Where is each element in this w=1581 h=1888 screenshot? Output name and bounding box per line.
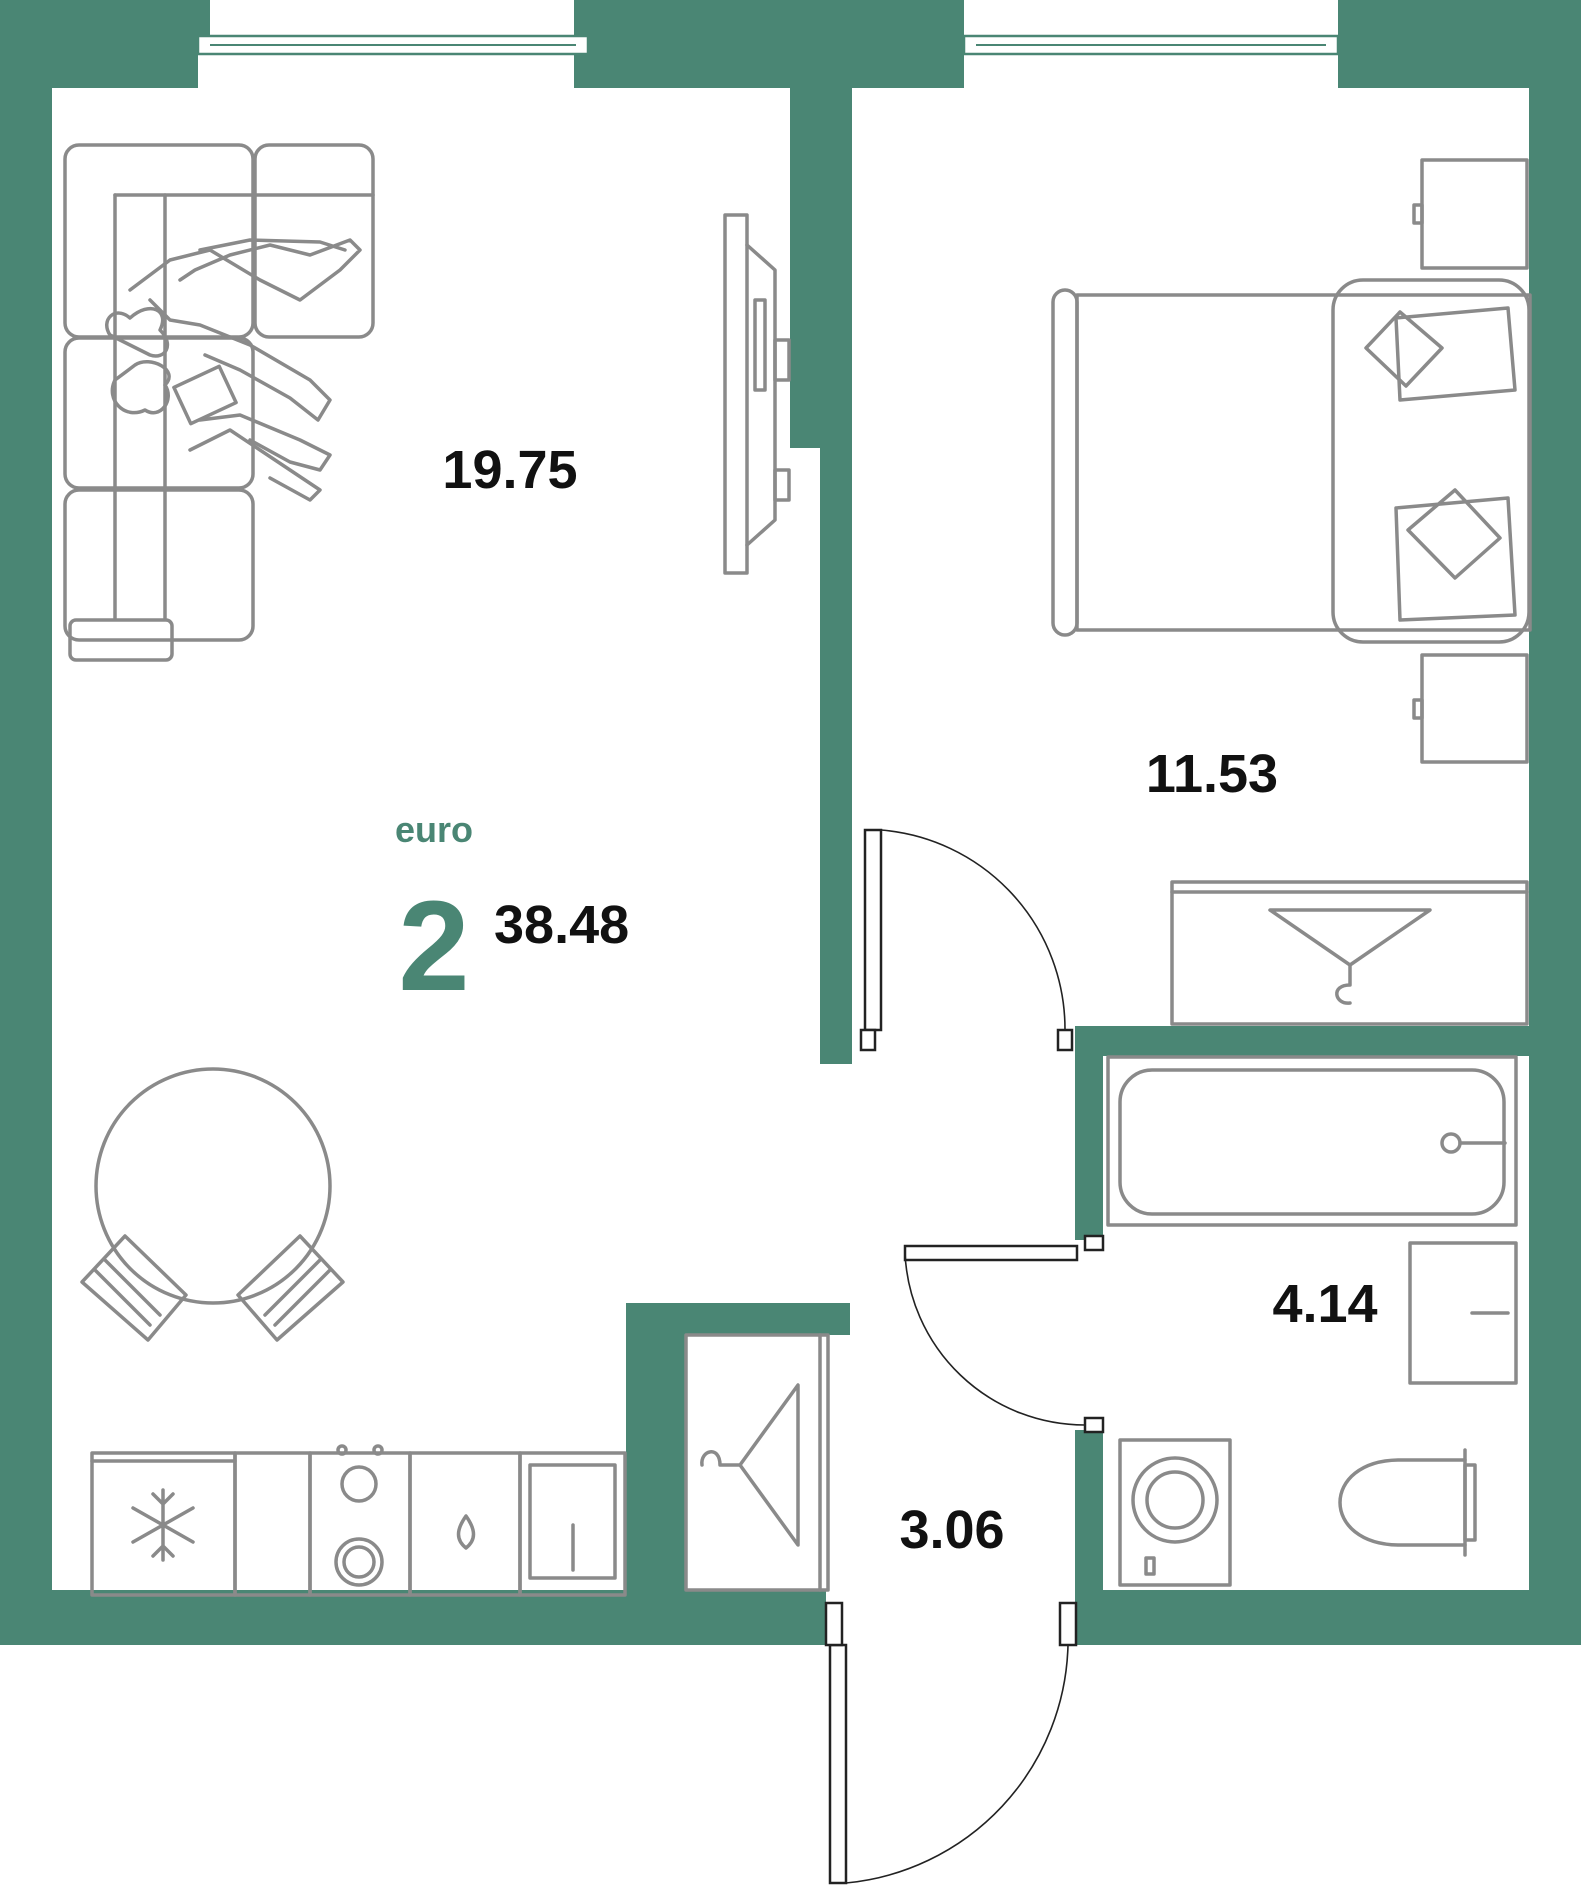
- wardrobe-icon: [1170, 880, 1529, 1026]
- snowflake-icon: [131, 1488, 195, 1562]
- door-icon: [824, 1601, 1078, 1885]
- sink-icon: [1408, 1241, 1518, 1385]
- room-area-hallway: 3.06: [899, 1500, 1004, 1560]
- room-area-living-kitchen: 19.75: [442, 440, 577, 500]
- door-icon: [859, 828, 1074, 1052]
- counter: [408, 1451, 522, 1597]
- hanger-icon: [1268, 908, 1432, 1005]
- washing-machine-icon: [1118, 1438, 1232, 1587]
- chair-icon: [80, 1234, 188, 1342]
- kitchen-sink-icon: [518, 1451, 627, 1597]
- stove-icon: [308, 1444, 412, 1597]
- room-area-bedroom: 11.53: [1146, 744, 1278, 804]
- nightstand-icon: [1412, 158, 1529, 270]
- bathtub-icon: [1106, 1055, 1518, 1227]
- chair-icon: [236, 1234, 345, 1342]
- room-area-bathroom: 4.14: [1272, 1274, 1377, 1334]
- apartment-total-area: 38.48: [494, 895, 629, 955]
- dining-table-icon: [94, 1067, 332, 1305]
- walls: [0, 0, 1581, 1645]
- apartment-rooms-label: 2: [398, 875, 469, 1018]
- pillow-icon: [1364, 306, 1517, 402]
- toilet-icon: [1338, 1448, 1477, 1557]
- door-icon: [903, 1234, 1105, 1434]
- apartment-type-label: euro: [395, 809, 473, 850]
- counter: [233, 1451, 312, 1597]
- window-icon: [962, 34, 1340, 56]
- pillow-icon: [1394, 488, 1517, 622]
- hanger-icon: [700, 1383, 800, 1547]
- window-icon: [196, 34, 590, 56]
- wardrobe-icon: [684, 1333, 830, 1592]
- tv-icon: [723, 213, 791, 575]
- people-icon: [105, 238, 362, 502]
- bed-icon: [1051, 278, 1532, 644]
- nightstand-icon: [1412, 653, 1529, 764]
